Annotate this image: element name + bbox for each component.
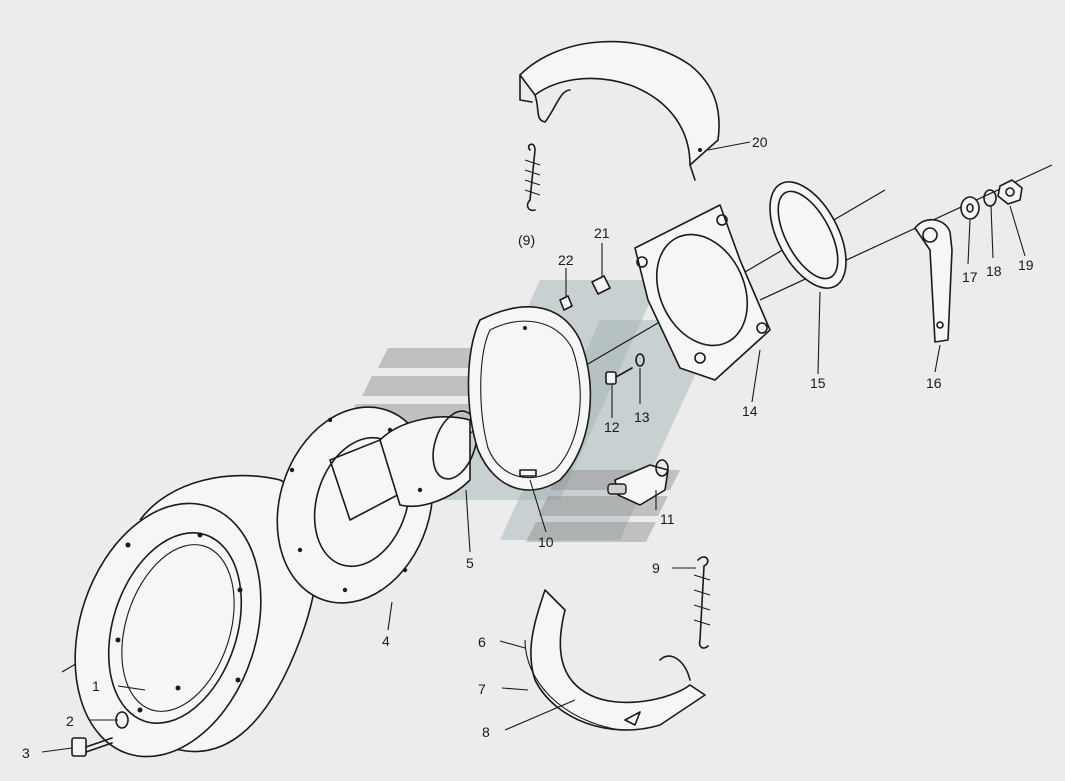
label-8: 8 [482, 724, 490, 740]
label-1: 1 [92, 678, 100, 694]
leader-lines [41, 141, 1026, 753]
label-17: 17 [962, 269, 978, 285]
label-10: 10 [538, 534, 554, 550]
label-18: 18 [986, 263, 1002, 279]
brake-drum [74, 474, 319, 758]
label-6: 6 [478, 634, 486, 650]
part-labels: 1 2 3 4 5 6 7 8 9 (9) 10 11 12 13 14 15 … [22, 134, 1034, 761]
return-spring-upper [524, 143, 541, 212]
label-5: 5 [466, 555, 474, 571]
label-15: 15 [810, 375, 826, 391]
small-washer [635, 353, 645, 367]
small-screw [605, 367, 633, 385]
label-3: 3 [22, 745, 30, 761]
label-20: 20 [752, 134, 768, 150]
label-19: 19 [1018, 257, 1034, 273]
seal-ring [769, 181, 847, 289]
upper-brake-shoe [519, 40, 720, 181]
label-14: 14 [742, 403, 758, 419]
label-9-paren: (9) [518, 232, 535, 248]
nut [997, 179, 1023, 205]
backing-plate [467, 306, 592, 491]
hub-flange [276, 406, 478, 604]
label-21: 21 [594, 225, 610, 241]
label-2: 2 [66, 713, 74, 729]
bracket-plate [634, 204, 771, 381]
label-9: 9 [652, 560, 660, 576]
washer [960, 196, 980, 220]
label-11: 11 [660, 511, 675, 527]
return-spring-lower [693, 556, 711, 649]
snap-clip [983, 189, 997, 207]
label-7: 7 [478, 681, 486, 697]
brake-valve [607, 459, 669, 506]
bolt [71, 737, 113, 757]
label-16: 16 [926, 375, 942, 391]
label-12: 12 [604, 419, 620, 435]
lower-brake-shoe [524, 589, 706, 731]
bushing [591, 275, 611, 295]
label-22: 22 [558, 252, 574, 268]
lever-arm [914, 219, 953, 343]
label-4: 4 [382, 633, 390, 649]
grease-nipple [559, 295, 573, 311]
label-13: 13 [634, 409, 650, 425]
